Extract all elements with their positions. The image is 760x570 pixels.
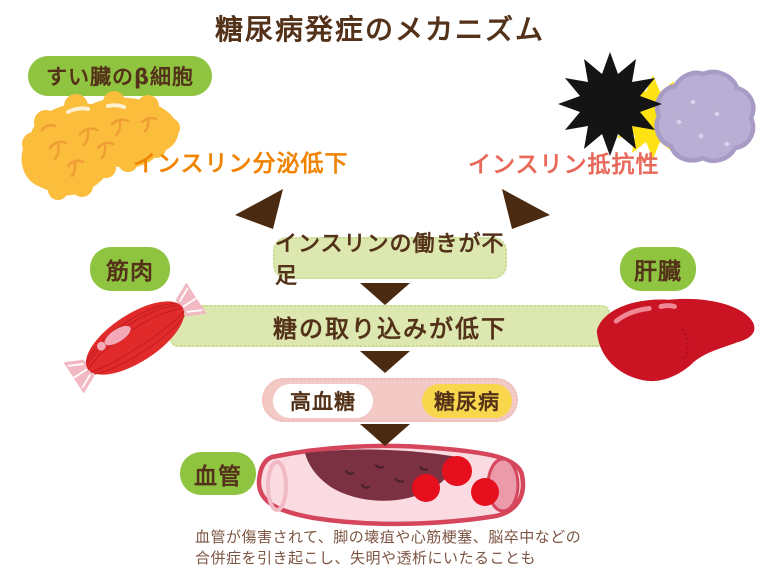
arrow-diagonal-right-icon bbox=[502, 189, 550, 229]
diabetes-badge: 糖尿病 bbox=[422, 384, 512, 418]
arrow-diagonal-left-icon bbox=[235, 189, 283, 229]
hyperglycemia-text: 高血糖 bbox=[290, 390, 356, 414]
footnote: 血管が傷害されて、脚の壊疽や心筋梗塞、脳卒中などの 合併症を引き起こし、失明や透… bbox=[195, 527, 625, 569]
insufficient-action-box: インスリンの働きが不足 bbox=[273, 232, 507, 289]
muscle-illustration bbox=[63, 282, 207, 394]
insufficient-action-text: インスリンの働きが不足 bbox=[275, 232, 505, 289]
cause-resistance: インスリン抵抗性 bbox=[468, 152, 660, 178]
insulin-resistance-illustration bbox=[558, 52, 756, 163]
cause-secretion-drop: インスリン分泌低下 bbox=[133, 151, 349, 177]
hyperglycemia-badge: 高血糖 bbox=[273, 384, 373, 418]
muscle-label: 筋肉 bbox=[90, 247, 170, 291]
yellow-burst-icon bbox=[611, 75, 695, 159]
footnote-line1: 血管が傷害されて、脚の壊疽や心筋梗塞、脳卒中などの bbox=[195, 528, 582, 546]
pancreas-illustration bbox=[21, 91, 180, 200]
pancreas-label-text: すい臓のβ細胞 bbox=[46, 65, 195, 89]
result-banner: 高血糖 糖尿病 bbox=[262, 378, 518, 422]
black-burst-icon bbox=[558, 52, 662, 156]
muscle-label-text: 筋肉 bbox=[106, 259, 154, 285]
liver-label: 肝臓 bbox=[620, 247, 696, 291]
page-title: 糖尿病発症のメカニズム bbox=[214, 13, 545, 46]
fat-cell-icon bbox=[654, 69, 756, 163]
arrow-down-icon bbox=[360, 283, 410, 305]
liver-illustration bbox=[596, 298, 755, 382]
arrow-down-icon bbox=[360, 351, 410, 373]
liver-label-text: 肝臓 bbox=[634, 259, 682, 285]
footnote-line2: 合併症を引き起こし、失明や透析にいたることも bbox=[195, 549, 537, 567]
arrow-down-icon bbox=[360, 424, 410, 446]
diabetes-text: 糖尿病 bbox=[434, 390, 500, 414]
uptake-drop-banner: 糖の取り込みが低下 bbox=[170, 305, 610, 347]
pancreas-label: すい臓のβ細胞 bbox=[28, 56, 213, 96]
blood-vessel-illustration bbox=[256, 443, 526, 527]
vessel-label-text: 血管 bbox=[194, 463, 242, 490]
vessel-label: 血管 bbox=[180, 452, 256, 495]
uptake-drop-text: 糖の取り込みが低下 bbox=[273, 314, 507, 343]
red-blood-cells bbox=[412, 456, 499, 506]
